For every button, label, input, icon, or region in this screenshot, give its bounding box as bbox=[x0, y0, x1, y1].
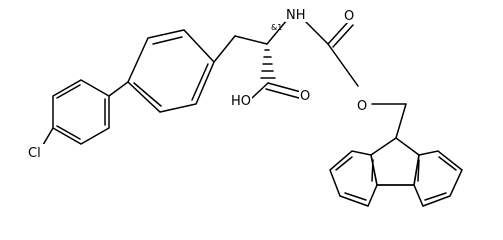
carbamate-c-o-double-a bbox=[327, 21, 349, 45]
carbamate-c-o-single bbox=[327, 43, 359, 87]
svg-text:NH: NH bbox=[286, 8, 306, 23]
ch2-c9-bond bbox=[395, 103, 407, 139]
atom-label-hydroxyl: HO bbox=[230, 92, 252, 109]
c-oh-bond bbox=[251, 82, 269, 99]
svg-text:O: O bbox=[300, 89, 310, 104]
svg-text:O: O bbox=[344, 9, 354, 24]
ch2-bond-b bbox=[234, 35, 268, 45]
c-n-bond bbox=[266, 19, 288, 45]
atom-label-acid-oxygen: O bbox=[299, 87, 312, 104]
c-o-double-bond-b bbox=[265, 88, 300, 99]
phenyl-ring bbox=[127, 29, 215, 113]
atom-label-nitrogen: NH bbox=[285, 6, 307, 23]
ch2-bond-a bbox=[213, 35, 236, 63]
n-c-bond bbox=[303, 19, 329, 45]
atom-label-chlorine: Cl bbox=[27, 144, 47, 161]
svg-text:HO: HO bbox=[231, 94, 251, 109]
hashed-wedge-bond bbox=[260, 49, 276, 79]
molecule-structure: Cl NH O O HO O &1 bbox=[27, 6, 463, 207]
carbamate-c-o-double-b bbox=[332, 24, 354, 48]
atom-label-ester-oxygen: O bbox=[356, 97, 369, 114]
atom-label-carbamate-oxygen: O bbox=[343, 7, 356, 24]
chlorophenyl-ring bbox=[52, 79, 110, 145]
svg-text:Cl: Cl bbox=[28, 146, 41, 161]
svg-text:O: O bbox=[357, 99, 367, 114]
biaryl-bond bbox=[108, 81, 129, 97]
stereo-flag: &1 bbox=[271, 23, 282, 32]
fluorenyl-group bbox=[329, 137, 463, 207]
c-o-double-bond-a bbox=[267, 82, 302, 93]
